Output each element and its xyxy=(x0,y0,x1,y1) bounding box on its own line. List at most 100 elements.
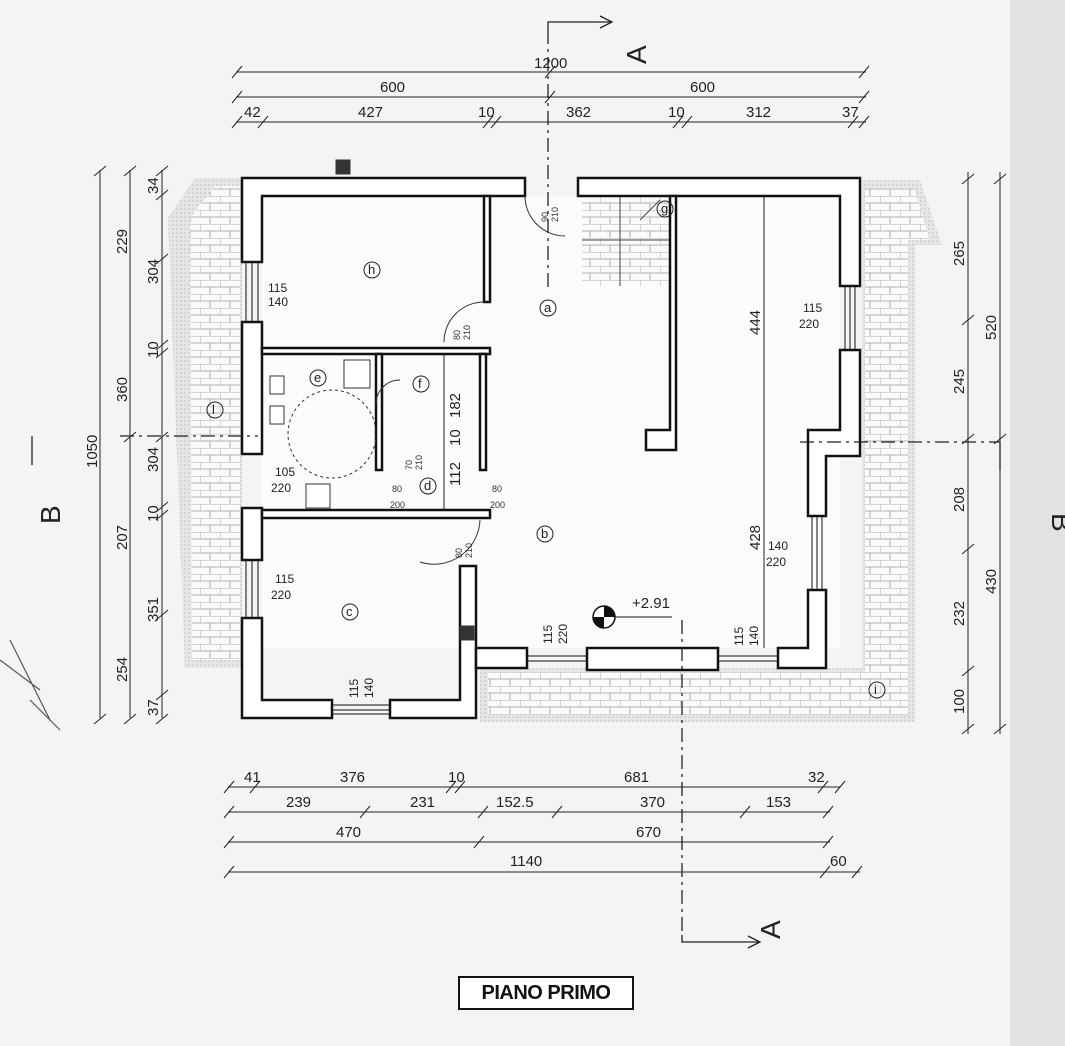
dim-right-265: 265 xyxy=(951,241,968,266)
dim-bot-41: 41 xyxy=(244,769,261,786)
opening-s2-width: 115 xyxy=(732,627,746,646)
svg-text:c: c xyxy=(346,604,353,619)
door-f-height: 210 xyxy=(414,455,424,470)
dim-bot-10: 10 xyxy=(448,769,465,786)
dim-right-208: 208 xyxy=(951,487,968,512)
section-a-bottom: A xyxy=(755,920,786,939)
opening-labels: 115 140 105 220 115 220 115 220 140 220 … xyxy=(268,207,822,698)
dim-right-232: 232 xyxy=(951,601,968,626)
right-dimensions xyxy=(961,172,1007,735)
dim-bot-239: 239 xyxy=(286,794,311,811)
dim-bot-670: 670 xyxy=(636,824,661,841)
section-b-left: B xyxy=(35,505,66,524)
opening-c-width: 115 xyxy=(275,572,294,586)
dim-bot-231: 231 xyxy=(410,794,435,811)
dim-left-207: 207 xyxy=(114,525,131,550)
dim-444: 444 xyxy=(747,310,764,335)
opening-h-width: 115 xyxy=(268,281,287,295)
dim-bot-153: 153 xyxy=(766,794,791,811)
dim-top-42: 42 xyxy=(244,104,261,121)
opening-r1-height: 220 xyxy=(799,317,819,331)
dim-left-254: 254 xyxy=(114,657,131,682)
windows xyxy=(245,262,856,715)
dim-left-360: 360 xyxy=(114,377,131,402)
dim-left-10a: 10 xyxy=(145,341,162,358)
dim-right-245: 245 xyxy=(951,369,968,394)
interior-floor xyxy=(262,196,840,648)
room-label-a: a xyxy=(539,299,557,317)
door-d1-height: 200 xyxy=(390,500,405,510)
stair xyxy=(582,196,670,286)
dim-left-229: 229 xyxy=(114,229,131,254)
dim-left-304b: 304 xyxy=(145,447,162,472)
door-swings xyxy=(375,195,566,565)
dim-428: 428 xyxy=(747,525,764,550)
dim-10-int: 10 xyxy=(447,429,464,446)
left-dimensions xyxy=(93,165,169,725)
svg-text:f: f xyxy=(418,376,422,391)
top-dimensions xyxy=(231,65,870,129)
opening-h-height: 140 xyxy=(268,295,288,309)
opening-e-height: 220 xyxy=(271,481,291,495)
door-f-width: 70 xyxy=(404,460,414,470)
edge-marks xyxy=(0,639,61,731)
plan-title: PIANO PRIMO xyxy=(458,976,634,1010)
interior-dimensions xyxy=(443,196,765,648)
door-d2-width: 80 xyxy=(492,484,502,494)
room-label-h: h xyxy=(363,261,381,279)
opening-c-height: 220 xyxy=(271,588,291,602)
opening-cb-height: 140 xyxy=(362,678,376,698)
bottom-dimensions xyxy=(223,780,863,879)
dim-left-1050: 1050 xyxy=(84,435,101,468)
dim-right-100: 100 xyxy=(951,689,968,714)
dim-top-312: 312 xyxy=(746,104,771,121)
dim-left-37: 37 xyxy=(145,699,162,716)
dim-top-1200: 1200 xyxy=(534,55,567,72)
elevation-label: +2.91 xyxy=(632,595,670,612)
opening-s1-height: 220 xyxy=(556,624,570,644)
opening-s1-width: 115 xyxy=(541,625,555,644)
opening-r1-width: 115 xyxy=(803,301,822,315)
door-d2-height: 200 xyxy=(490,500,505,510)
door-in-height: 210 xyxy=(550,207,560,222)
dim-top-37: 37 xyxy=(842,104,859,121)
dim-top-10b: 10 xyxy=(668,104,685,121)
svg-text:d: d xyxy=(424,478,431,493)
opening-s2-height: 140 xyxy=(747,626,761,646)
dim-112: 112 xyxy=(447,462,464,486)
terrace-right xyxy=(480,180,942,722)
dim-bot-376: 376 xyxy=(340,769,365,786)
opening-cb-width: 115 xyxy=(347,679,361,698)
dim-top-362: 362 xyxy=(566,104,591,121)
room-label-l: l xyxy=(206,401,224,419)
elevation-marker: +2.91 xyxy=(592,595,672,629)
room-labels: h a e f d b c g l i xyxy=(206,200,886,699)
dim-right-520: 520 xyxy=(983,315,1000,340)
svg-text:g: g xyxy=(661,201,668,216)
dim-bot-470: 470 xyxy=(336,824,361,841)
dim-top-10a: 10 xyxy=(478,104,495,121)
dim-bot-1140: 1140 xyxy=(510,853,542,870)
door-d1-width: 80 xyxy=(392,484,402,494)
room-label-f: f xyxy=(412,375,430,393)
dim-left-34: 34 xyxy=(145,177,162,194)
page-edge xyxy=(1010,0,1065,1046)
dim-top-427: 427 xyxy=(358,104,383,121)
dim-182: 182 xyxy=(447,393,464,418)
dim-left-304a: 304 xyxy=(145,259,162,284)
section-lines xyxy=(120,30,1000,935)
room-label-d: d xyxy=(419,477,437,495)
dim-right-430: 430 xyxy=(983,569,1000,594)
svg-text:i: i xyxy=(874,682,877,697)
room-label-b: b xyxy=(536,525,554,543)
svg-text:h: h xyxy=(368,262,375,277)
svg-text:l: l xyxy=(212,402,215,417)
dim-left-10b: 10 xyxy=(145,505,162,522)
room-label-e: e xyxy=(309,369,327,387)
opening-r2-width: 140 xyxy=(768,539,788,553)
room-label-i: i xyxy=(868,681,886,699)
door-h-height: 210 xyxy=(462,325,472,340)
opening-r2-height: 220 xyxy=(766,555,786,569)
section-a-top: A xyxy=(621,45,652,64)
